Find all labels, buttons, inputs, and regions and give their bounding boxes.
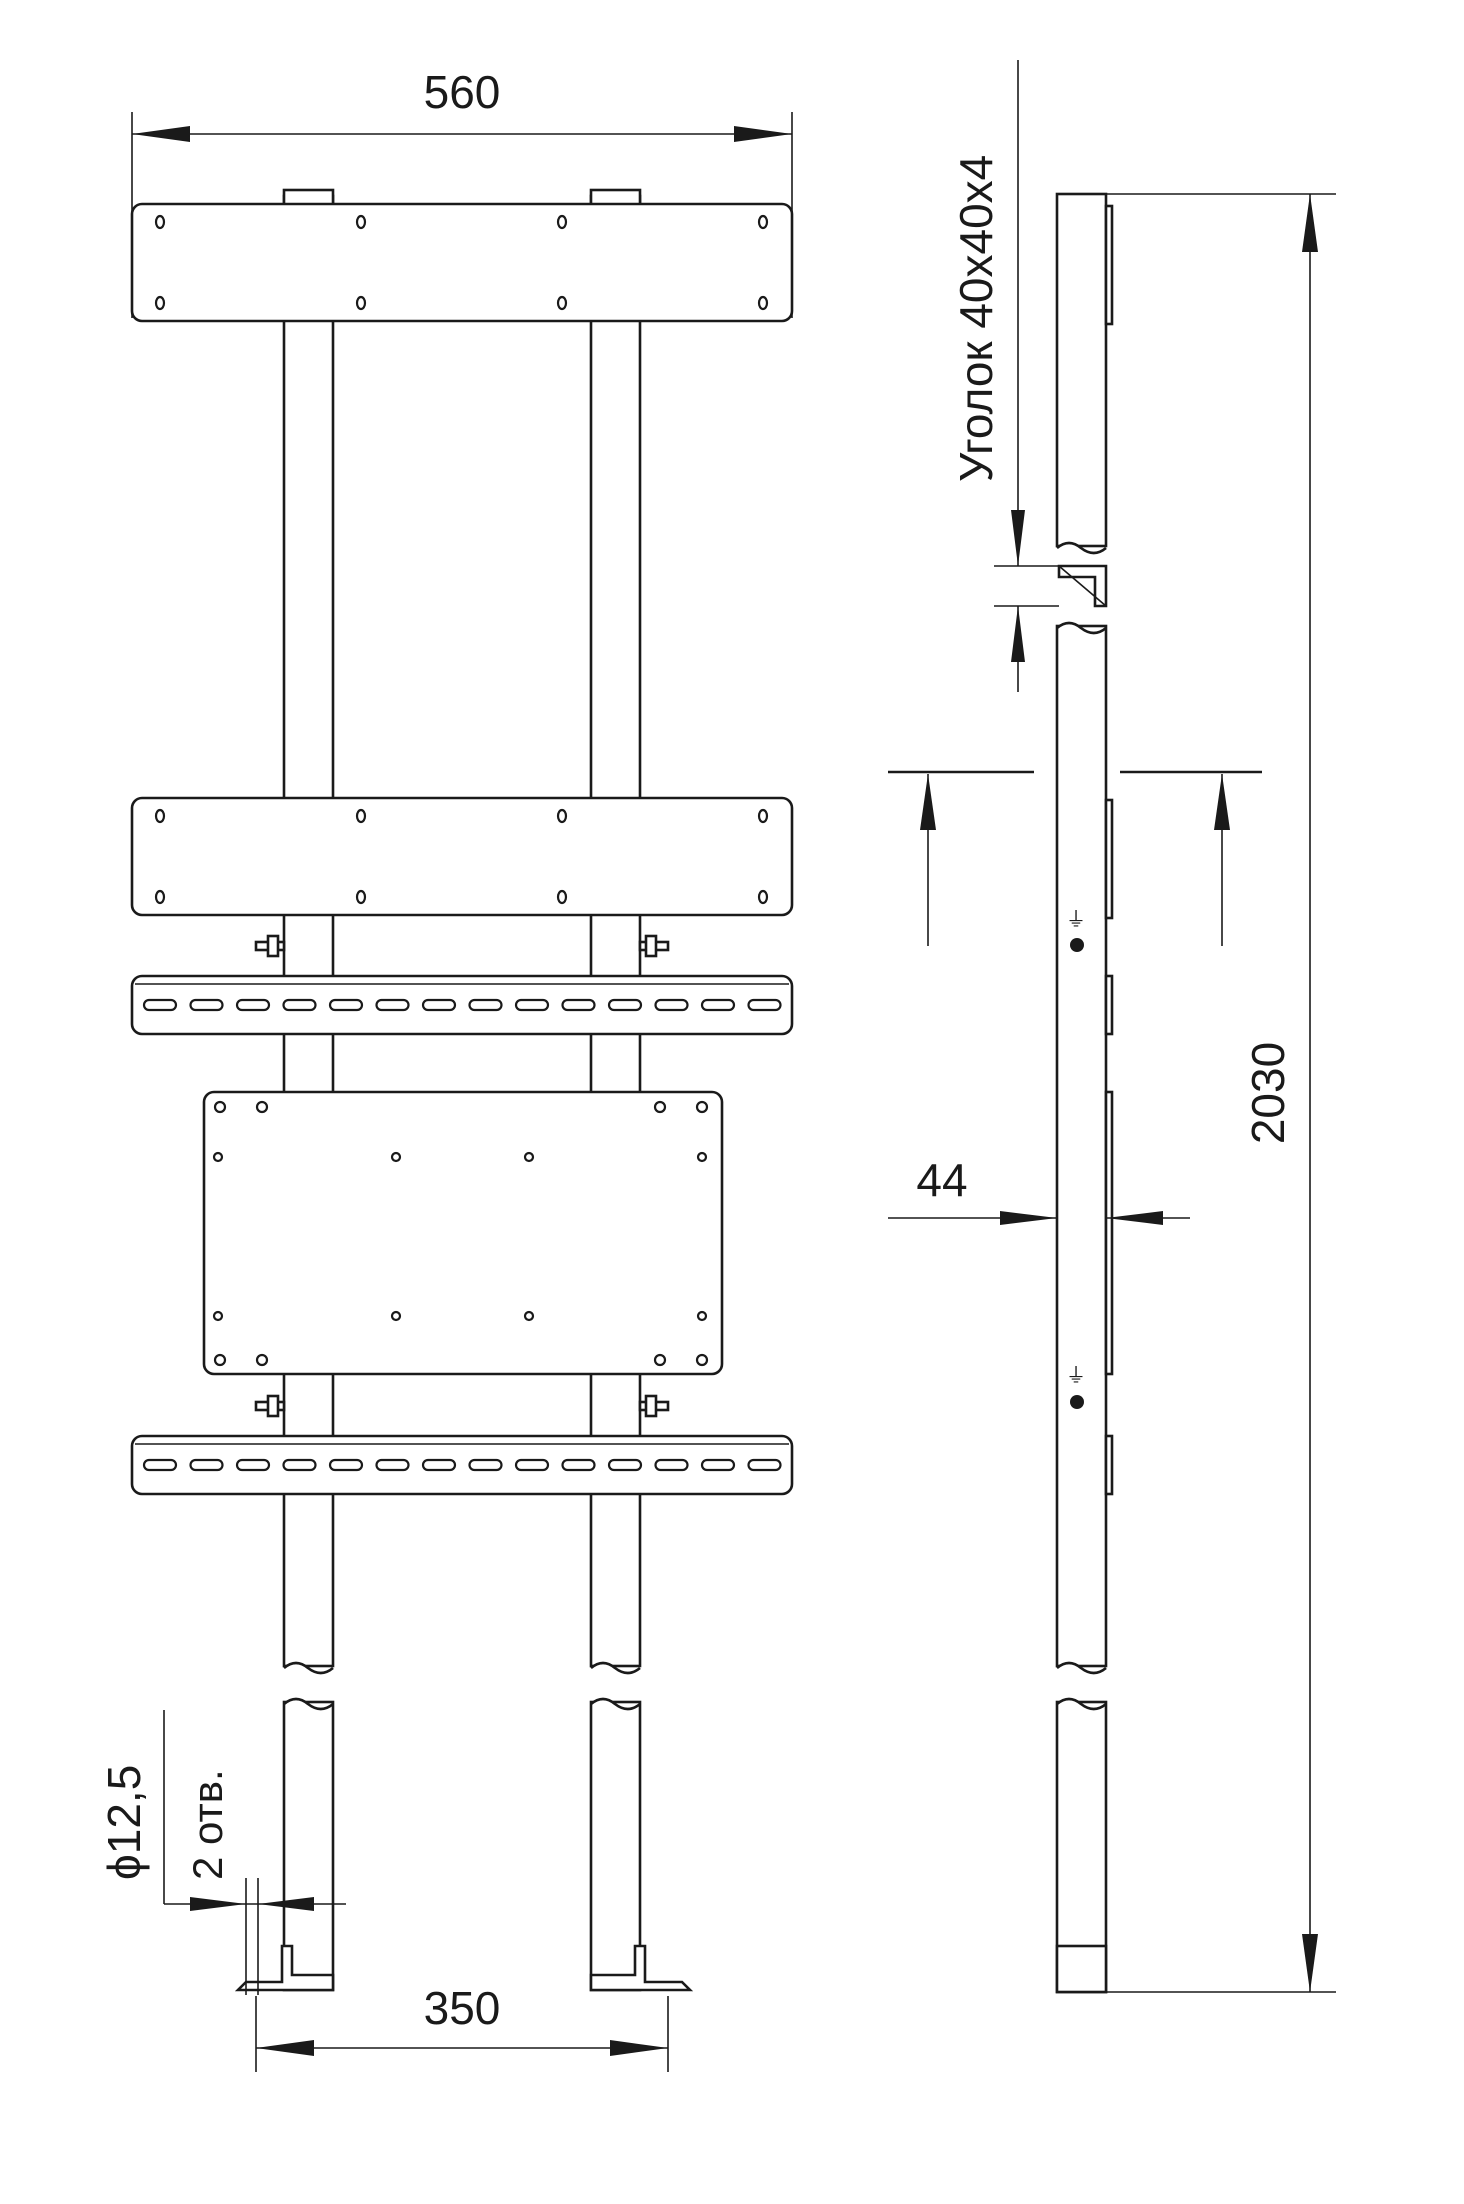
slot	[328, 1458, 364, 1472]
dimension-overall-width: 560	[131, 66, 793, 318]
right-upright-lower	[589, 1700, 642, 1992]
slot	[421, 998, 457, 1012]
ground-icon: ⏚	[1066, 1365, 1086, 1387]
left-upright-break-top	[283, 1661, 334, 1675]
lower-slotted-bar	[130, 1434, 794, 1496]
slot	[235, 1458, 271, 1472]
hole-diameter-label: ϕ12,5	[98, 1765, 150, 1880]
height-label: 2030	[1242, 1042, 1294, 1144]
slot	[654, 1458, 689, 1472]
slot	[282, 1458, 317, 1472]
side-view: ⏚ ⏚ Уголок 40х40х4	[888, 60, 1336, 1994]
dimension-angle-profile: Уголок 40х40х4	[950, 60, 1059, 692]
slot	[468, 1458, 503, 1472]
slot	[468, 998, 503, 1012]
bolts-upper	[254, 934, 670, 958]
slot	[700, 998, 736, 1012]
dimension-depth: 44	[888, 1154, 1190, 1225]
slot	[142, 998, 178, 1012]
slot	[700, 1458, 736, 1472]
dimension-hole-diameter: ϕ12,5 2 отв.	[98, 1710, 346, 1995]
slot	[561, 1458, 596, 1472]
dimension-upright-spacing: 350	[255, 1982, 669, 2072]
hole-count-label: 2 отв.	[184, 1769, 231, 1880]
right-upright-break-bottom	[590, 1697, 641, 1711]
left-upright-lower	[282, 1700, 335, 1992]
vesa-plate-holes	[212, 1100, 709, 1367]
slot	[282, 998, 317, 1012]
depth-label: 44	[916, 1154, 967, 1206]
slot	[375, 998, 410, 1012]
slot	[607, 998, 643, 1012]
middle-plate-holes	[154, 808, 769, 905]
slot	[189, 998, 224, 1012]
ground-symbols: ⏚ ⏚	[1066, 909, 1086, 1409]
angle-profile-label: Уголок 40х40х4	[950, 155, 1002, 482]
slot	[375, 1458, 410, 1472]
dimension-height: 2030	[1106, 193, 1336, 1993]
slot	[235, 998, 271, 1012]
lower-slotted-bar-slots	[142, 1458, 782, 1472]
slot	[514, 998, 550, 1012]
left-upright-upper	[282, 194, 335, 1668]
bolts-lower	[254, 1394, 670, 1418]
side-profile-upper	[1055, 192, 1108, 548]
slot	[561, 998, 596, 1012]
top-plate	[130, 202, 794, 323]
slot	[189, 1458, 224, 1472]
right-foot-bracket	[589, 1944, 694, 1992]
side-profile-lower	[1055, 1700, 1108, 1994]
right-upright-upper	[589, 194, 642, 1668]
upright-spacing-label: 350	[424, 1982, 501, 2034]
overall-width-label: 560	[424, 66, 501, 118]
slot	[421, 1458, 457, 1472]
slot	[607, 1458, 643, 1472]
middle-plate	[130, 796, 794, 917]
slot	[142, 1458, 178, 1472]
slot	[747, 998, 782, 1012]
slot	[654, 998, 689, 1012]
slot	[328, 998, 364, 1012]
slot	[514, 1458, 550, 1472]
upper-slotted-bar-slots	[142, 998, 782, 1012]
slot	[747, 1458, 782, 1472]
upper-slotted-bar	[130, 974, 794, 1036]
ground-icon: ⏚	[1066, 909, 1086, 931]
section-marks	[888, 770, 1262, 946]
front-view: 560 350 ϕ12,5 2 отв.	[98, 66, 794, 2072]
vesa-plate	[202, 1090, 724, 1376]
top-plate-holes	[154, 214, 769, 311]
right-upright-break-top	[590, 1661, 641, 1675]
left-upright-break-bottom	[283, 1697, 334, 1711]
side-profile-main	[1055, 624, 1108, 1668]
